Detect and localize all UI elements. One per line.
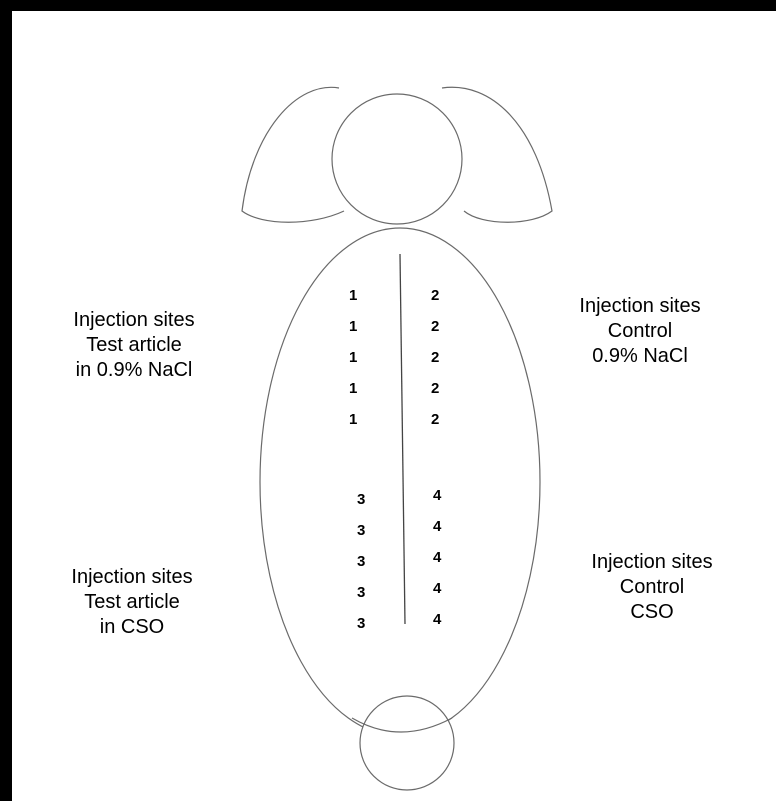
label-line: CSO	[562, 600, 742, 625]
tail-outline	[360, 696, 454, 790]
label-test-cso: Injection sites Test article in CSO	[42, 565, 222, 640]
injection-site-test-cso: 3	[357, 491, 365, 508]
injection-site-control-cso: 4	[433, 611, 442, 628]
label-line: Control	[550, 319, 730, 344]
injection-site-control-nacl: 2	[431, 349, 439, 366]
injection-site-test-nacl: 1	[349, 411, 357, 428]
injection-site-test-nacl: 1	[349, 349, 357, 366]
injection-site-control-cso: 4	[433, 580, 442, 597]
label-line: Injection sites	[550, 294, 730, 319]
injection-site-control-cso: 4	[433, 487, 442, 504]
label-line: 0.9% NaCl	[550, 344, 730, 369]
injection-site-test-cso: 3	[357, 584, 365, 601]
injection-site-control-nacl: 2	[431, 380, 439, 397]
label-line: in CSO	[42, 615, 222, 640]
rabbit-back-outline: 1 1 1 1 1 2 2 2 2 2 3 3 3 3 3 4 4 4 4 4	[12, 11, 776, 801]
injection-site-test-cso: 3	[357, 615, 365, 632]
label-line: Injection sites	[44, 308, 224, 333]
left-ear-outline	[242, 87, 344, 222]
injection-site-test-cso: 3	[357, 522, 365, 539]
label-line: in 0.9% NaCl	[44, 358, 224, 383]
label-line: Test article	[42, 590, 222, 615]
injection-site-control-nacl: 2	[431, 287, 439, 304]
injection-site-control-cso: 4	[433, 549, 442, 566]
diagram-canvas: 1 1 1 1 1 2 2 2 2 2 3 3 3 3 3 4 4 4 4 4 Injection sites Tes…	[12, 11, 776, 801]
label-line: Injection sites	[42, 565, 222, 590]
body-outline	[260, 228, 540, 736]
injection-site-control-cso: 4	[433, 518, 442, 535]
head-outline	[332, 94, 462, 224]
label-line: Control	[562, 575, 742, 600]
injection-site-test-nacl: 1	[349, 318, 357, 335]
label-control-cso: Injection sites Control CSO	[562, 550, 742, 625]
injection-site-test-nacl: 1	[349, 380, 357, 397]
injection-site-control-nacl: 2	[431, 318, 439, 335]
spine-line	[400, 254, 405, 624]
injection-site-markers: 1 1 1 1 1 2 2 2 2 2 3 3 3 3 3 4 4 4 4 4	[349, 287, 442, 632]
label-line: Injection sites	[562, 550, 742, 575]
injection-site-control-nacl: 2	[431, 411, 439, 428]
injection-site-test-cso: 3	[357, 553, 365, 570]
injection-site-test-nacl: 1	[349, 287, 357, 304]
label-test-nacl: Injection sites Test article in 0.9% NaC…	[44, 308, 224, 383]
label-control-nacl: Injection sites Control 0.9% NaCl	[550, 294, 730, 369]
label-line: Test article	[44, 333, 224, 358]
